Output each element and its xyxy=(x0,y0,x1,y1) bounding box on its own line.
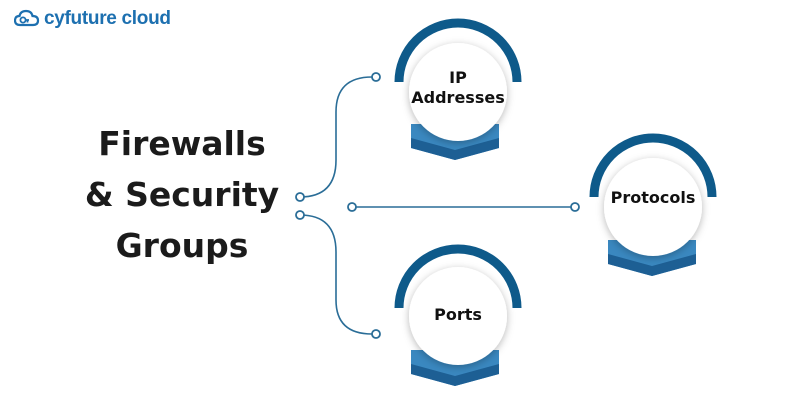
node-arc xyxy=(394,244,522,309)
connector-to-ip xyxy=(299,76,373,198)
node-arc xyxy=(394,18,522,83)
endpoint-dot xyxy=(347,202,357,212)
node-label-ip-line-1: IP xyxy=(449,68,467,87)
node-label-ip: IP Addresses xyxy=(408,68,508,108)
node-ports xyxy=(394,244,522,386)
title-line-2: & Security xyxy=(84,175,280,214)
node-label-ports: Ports xyxy=(434,305,482,324)
endpoint-dot xyxy=(371,72,381,82)
connector-endpoints xyxy=(295,72,580,339)
endpoint-dot xyxy=(295,192,305,202)
diagram-title: Firewalls & Security Groups xyxy=(62,118,302,271)
endpoint-dot xyxy=(371,329,381,339)
node-arc xyxy=(589,133,717,198)
cloud-icon xyxy=(14,9,40,27)
node-circle xyxy=(409,267,507,365)
brand-name: cyfuture cloud xyxy=(44,8,171,29)
node-protocols xyxy=(589,133,717,276)
node-label-protocols: Protocols xyxy=(610,188,696,207)
node-label-ip-line-2: Addresses xyxy=(411,88,505,107)
title-line-1: Firewalls xyxy=(98,124,266,163)
brand-logo: cyfuture cloud xyxy=(14,8,171,30)
node-circle xyxy=(604,158,702,256)
connector-lines xyxy=(299,76,572,335)
connector-to-ports xyxy=(299,214,373,335)
endpoint-dot xyxy=(295,210,305,220)
node-circle xyxy=(409,43,507,141)
title-line-3: Groups xyxy=(115,226,249,265)
endpoint-dot xyxy=(570,202,580,212)
node-ip-addresses xyxy=(394,18,522,160)
